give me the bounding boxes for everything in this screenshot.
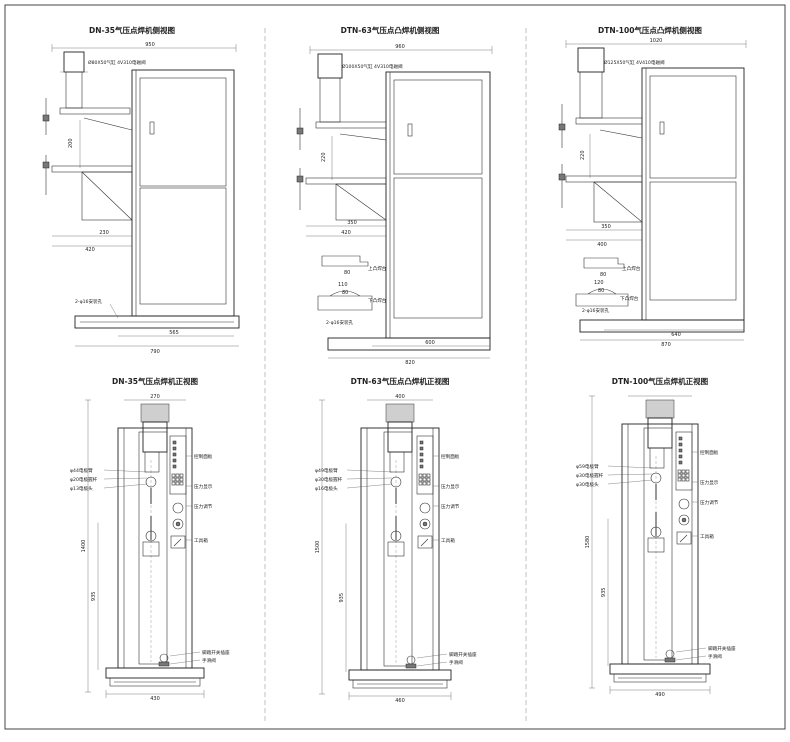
front-label-2-3: 压力调节 xyxy=(441,503,460,510)
dim-80-c: 80 xyxy=(600,272,606,278)
front-lower-1: 935 xyxy=(91,592,97,602)
front-frame-2 xyxy=(360,427,440,671)
dim-790: 790 xyxy=(150,349,160,355)
front-foot-1-2: 手滑阀 xyxy=(202,657,216,664)
front-label-3-3: 压力调节 xyxy=(700,499,719,506)
upper-die-2: 上凸焊台 xyxy=(368,265,387,272)
side-title-1: DN-35气压点焊机侧视图 xyxy=(89,25,176,35)
front-callout-1-1: φ44电极臂 xyxy=(70,467,93,474)
dim-820: 820 xyxy=(405,360,415,366)
dim-420: 420 xyxy=(85,247,95,253)
front-title-2: DTN-63气压点凸焊机正视图 xyxy=(351,376,450,386)
dim-565: 565 xyxy=(169,330,179,336)
lower-die-3: 下凸焊台 xyxy=(620,295,639,302)
front-height-1: 1400 xyxy=(81,540,87,553)
side3-hole: 2-φ16安装孔 xyxy=(582,307,610,314)
side-view-dtn63: DTN-63气压点凸焊机侧视图 960 Ø100X50气缸 4V310电磁阀 2… xyxy=(296,25,493,366)
front-callout-2-3: φ16电极头 xyxy=(315,485,338,492)
front-callout-2-1: φ49电极臂 xyxy=(315,467,338,474)
control-panel-3 xyxy=(675,431,693,491)
control-panel-1 xyxy=(169,435,187,495)
side1-cylinder: Ø80X50气缸 4V310电磁阀 xyxy=(88,59,146,66)
front-base-2: 460 xyxy=(395,698,405,704)
dim-80-b: 80 xyxy=(342,290,348,296)
dim-960: 960 xyxy=(395,44,405,50)
front-title-3: DTN-100气压点焊机正视图 xyxy=(612,376,709,386)
front-callout-1-2: φ20电极握杆 xyxy=(70,476,98,483)
upper-die-3: 上凸焊台 xyxy=(622,265,641,272)
front-label-1-2: 压力显示 xyxy=(194,483,213,490)
dim-350-3: 350 xyxy=(601,224,611,230)
dim-600: 600 xyxy=(425,340,435,346)
front-base-1: 430 xyxy=(150,696,160,702)
dim-420b: 420 xyxy=(341,230,351,236)
dim-80-a: 80 xyxy=(344,270,350,276)
front-foot-2-1: 脚踏开关插座 xyxy=(449,651,477,658)
side2-hole: 2-φ16安装孔 xyxy=(326,319,354,326)
dim-640: 640 xyxy=(671,332,681,338)
dim-400-3: 400 xyxy=(597,242,607,248)
dim-110-a: 110 xyxy=(338,282,348,288)
front-label-2-1: 控制面板 xyxy=(441,453,460,460)
front-top-dim-2: 400 xyxy=(395,394,405,400)
front-foot-1-1: 脚踏开关插座 xyxy=(202,649,230,656)
dim-350: 350 xyxy=(347,220,357,226)
dim-870: 870 xyxy=(661,342,671,348)
control-panel-2 xyxy=(416,435,434,495)
front-label-1-1: 控制面板 xyxy=(194,453,213,460)
dim-230: 230 xyxy=(99,230,109,236)
front-height-2: 1500 xyxy=(315,541,321,554)
front-callout-3-1: φ59电极臂 xyxy=(576,463,599,470)
front-label-3-4: 工具箱 xyxy=(700,533,714,540)
dim-120: 120 xyxy=(594,280,604,286)
side1-hole: 2-φ16安装孔 xyxy=(75,298,103,305)
front-callout-1-3: φ13电极头 xyxy=(70,485,93,492)
sheet-border xyxy=(4,4,786,730)
front-label-3-1: 控制面板 xyxy=(700,449,719,456)
front-label-2-4: 工具箱 xyxy=(441,537,455,544)
front-lower-3: 935 xyxy=(601,588,607,598)
dim-80-d: 80 xyxy=(598,288,604,294)
front-callout-2-2: φ30电极握杆 xyxy=(315,476,343,483)
side-view-dtn100: DTN-100气压点凸焊机侧视图 1020 Ø125X50气缸 4V410电磁阀… xyxy=(558,25,747,348)
side-title-3: DTN-100气压点凸焊机侧视图 xyxy=(598,25,702,35)
dim-220: 220 xyxy=(321,152,327,162)
front-label-3-2: 压力显示 xyxy=(700,479,719,486)
side2-cylinder: Ø100X50气缸 4V310电磁阀 xyxy=(342,63,403,70)
front-top-dim-1: 270 xyxy=(150,394,160,400)
front-height-3: 1580 xyxy=(585,536,591,549)
dim-1020: 1020 xyxy=(650,38,663,44)
dim-220-3: 220 xyxy=(580,150,586,160)
dim-200: 200 xyxy=(68,138,74,148)
dim-950: 950 xyxy=(145,42,155,48)
front-callout-3-3: φ30电极头 xyxy=(576,481,599,488)
front-foot-3-2: 手滑阀 xyxy=(708,653,722,660)
front-foot-3-1: 脚踏开关插座 xyxy=(708,645,736,652)
front-label-1-4: 工具箱 xyxy=(194,537,208,544)
front-base-3: 490 xyxy=(655,692,665,698)
side-view-dn35: DN-35气压点焊机侧视图 950 Ø80X50气缸 4V310电磁阀 200 … xyxy=(42,25,240,355)
lower-die-2: 下凸焊台 xyxy=(368,297,387,304)
front-lower-2: 935 xyxy=(339,593,345,603)
front-foot-2-2: 手滑阀 xyxy=(449,659,463,666)
front-callout-3-2: φ30电极握杆 xyxy=(576,472,604,479)
side3-cylinder: Ø125X50气缸 4V410电磁阀 xyxy=(604,59,665,66)
side-title-2: DTN-63气压点凸焊机侧视图 xyxy=(341,25,440,35)
front-label-2-2: 压力显示 xyxy=(441,483,460,490)
front-label-1-3: 压力调节 xyxy=(194,503,213,510)
front-title-1: DN-35气压点焊机正视图 xyxy=(112,376,199,386)
